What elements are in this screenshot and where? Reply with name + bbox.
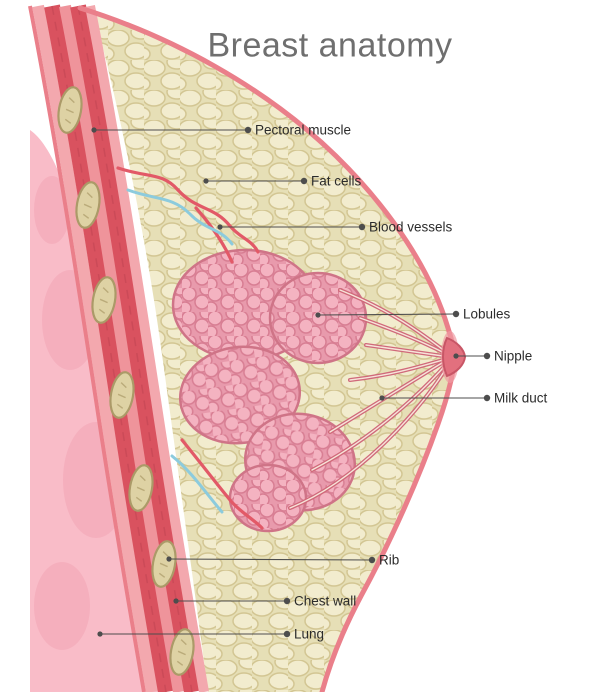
anchor-dot-lung — [97, 631, 103, 637]
label-fat-cells: Fat cells — [311, 173, 362, 189]
rib-shape — [169, 628, 195, 676]
pointer-line-rib — [168, 558, 373, 561]
anchor-dot-milk-duct — [379, 395, 385, 401]
annotation-lobules — [315, 310, 460, 318]
annotation-pectoral-muscle — [91, 126, 252, 134]
annotation-blood-vessels — [217, 223, 366, 231]
ribs — [57, 86, 195, 676]
annotation-fat-cells — [203, 177, 308, 185]
rib-shape — [91, 276, 117, 324]
anchor-dot-fat-cells — [203, 178, 209, 184]
label-milk-duct: Milk duct — [494, 390, 548, 406]
label-dot-chest-wall — [283, 597, 291, 605]
rib-shape — [75, 181, 101, 229]
label-blood-vessels: Blood vessels — [369, 219, 453, 235]
anchor-dot-rib — [166, 556, 172, 562]
annotation-lung — [97, 630, 291, 638]
anchor-dot-chest-wall — [173, 598, 179, 604]
anchor-dot-nipple — [453, 353, 459, 359]
page-title: Breast anatomy — [207, 26, 453, 65]
annotation-nipple — [453, 352, 491, 360]
anchor-dot-lobules — [315, 312, 321, 318]
label-dot-nipple — [483, 352, 491, 360]
annotation-layer — [91, 126, 491, 638]
annotation-milk-duct — [379, 394, 491, 402]
rib-shape — [57, 86, 83, 134]
pointer-line-lobules — [317, 313, 457, 316]
label-dot-blood-vessels — [358, 223, 366, 231]
label-dot-milk-duct — [483, 394, 491, 402]
label-dot-lung — [283, 630, 291, 638]
label-lobules: Lobules — [463, 306, 511, 322]
anchor-dot-pectoral-muscle — [91, 127, 97, 133]
rib-shape — [109, 371, 135, 419]
label-dot-rib — [368, 556, 376, 564]
annotation-rib — [166, 556, 376, 564]
label-pectoral-muscle: Pectoral muscle — [255, 122, 352, 138]
label-dot-pectoral-muscle — [244, 126, 252, 134]
nipple-shape — [441, 331, 467, 383]
label-lung: Lung — [294, 626, 325, 642]
label-nipple: Nipple — [494, 348, 533, 364]
label-dot-lobules — [452, 310, 460, 318]
blood-vessels — [116, 166, 264, 530]
annotation-chest-wall — [173, 597, 291, 605]
rib-shape — [151, 540, 177, 588]
rib-shape — [128, 464, 154, 512]
anchor-dot-blood-vessels — [217, 224, 223, 230]
label-rib: Rib — [379, 552, 400, 568]
label-chest-wall: Chest wall — [294, 593, 357, 609]
lobule-clusters — [171, 248, 368, 533]
label-dot-fat-cells — [300, 177, 308, 185]
